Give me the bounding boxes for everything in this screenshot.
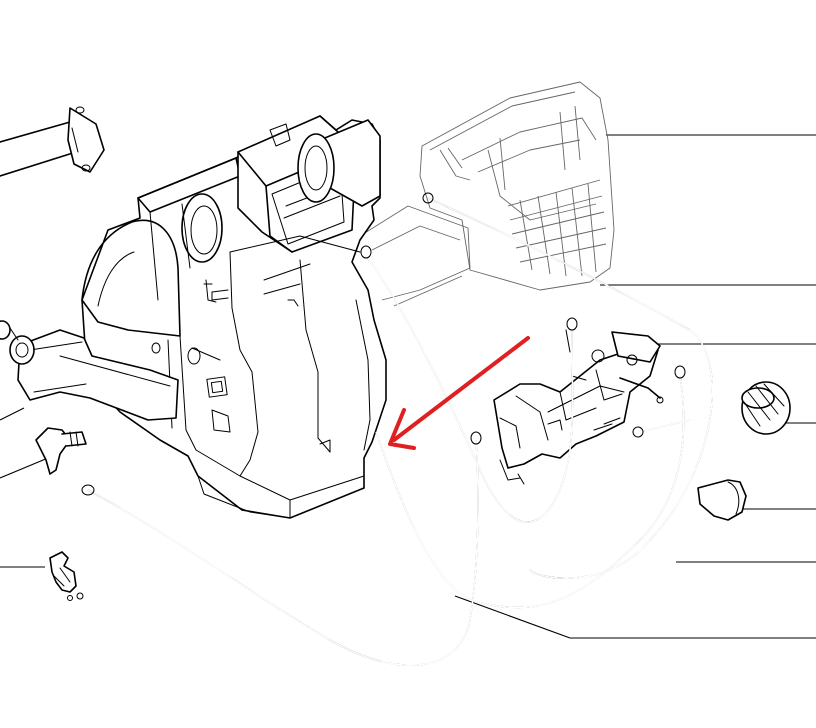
red-arrow-annotation bbox=[388, 336, 530, 450]
heater-housing bbox=[0, 115, 387, 519]
flap-lever bbox=[35, 427, 87, 475]
control-unit bbox=[493, 329, 664, 485]
leader-lines bbox=[0, 134, 816, 639]
clip bbox=[49, 551, 84, 601]
control-knob bbox=[741, 381, 791, 435]
air-tube-part bbox=[0, 106, 105, 177]
air-distributor-duct bbox=[359, 81, 615, 307]
small-knob bbox=[697, 479, 747, 521]
control-cables bbox=[81, 192, 714, 667]
